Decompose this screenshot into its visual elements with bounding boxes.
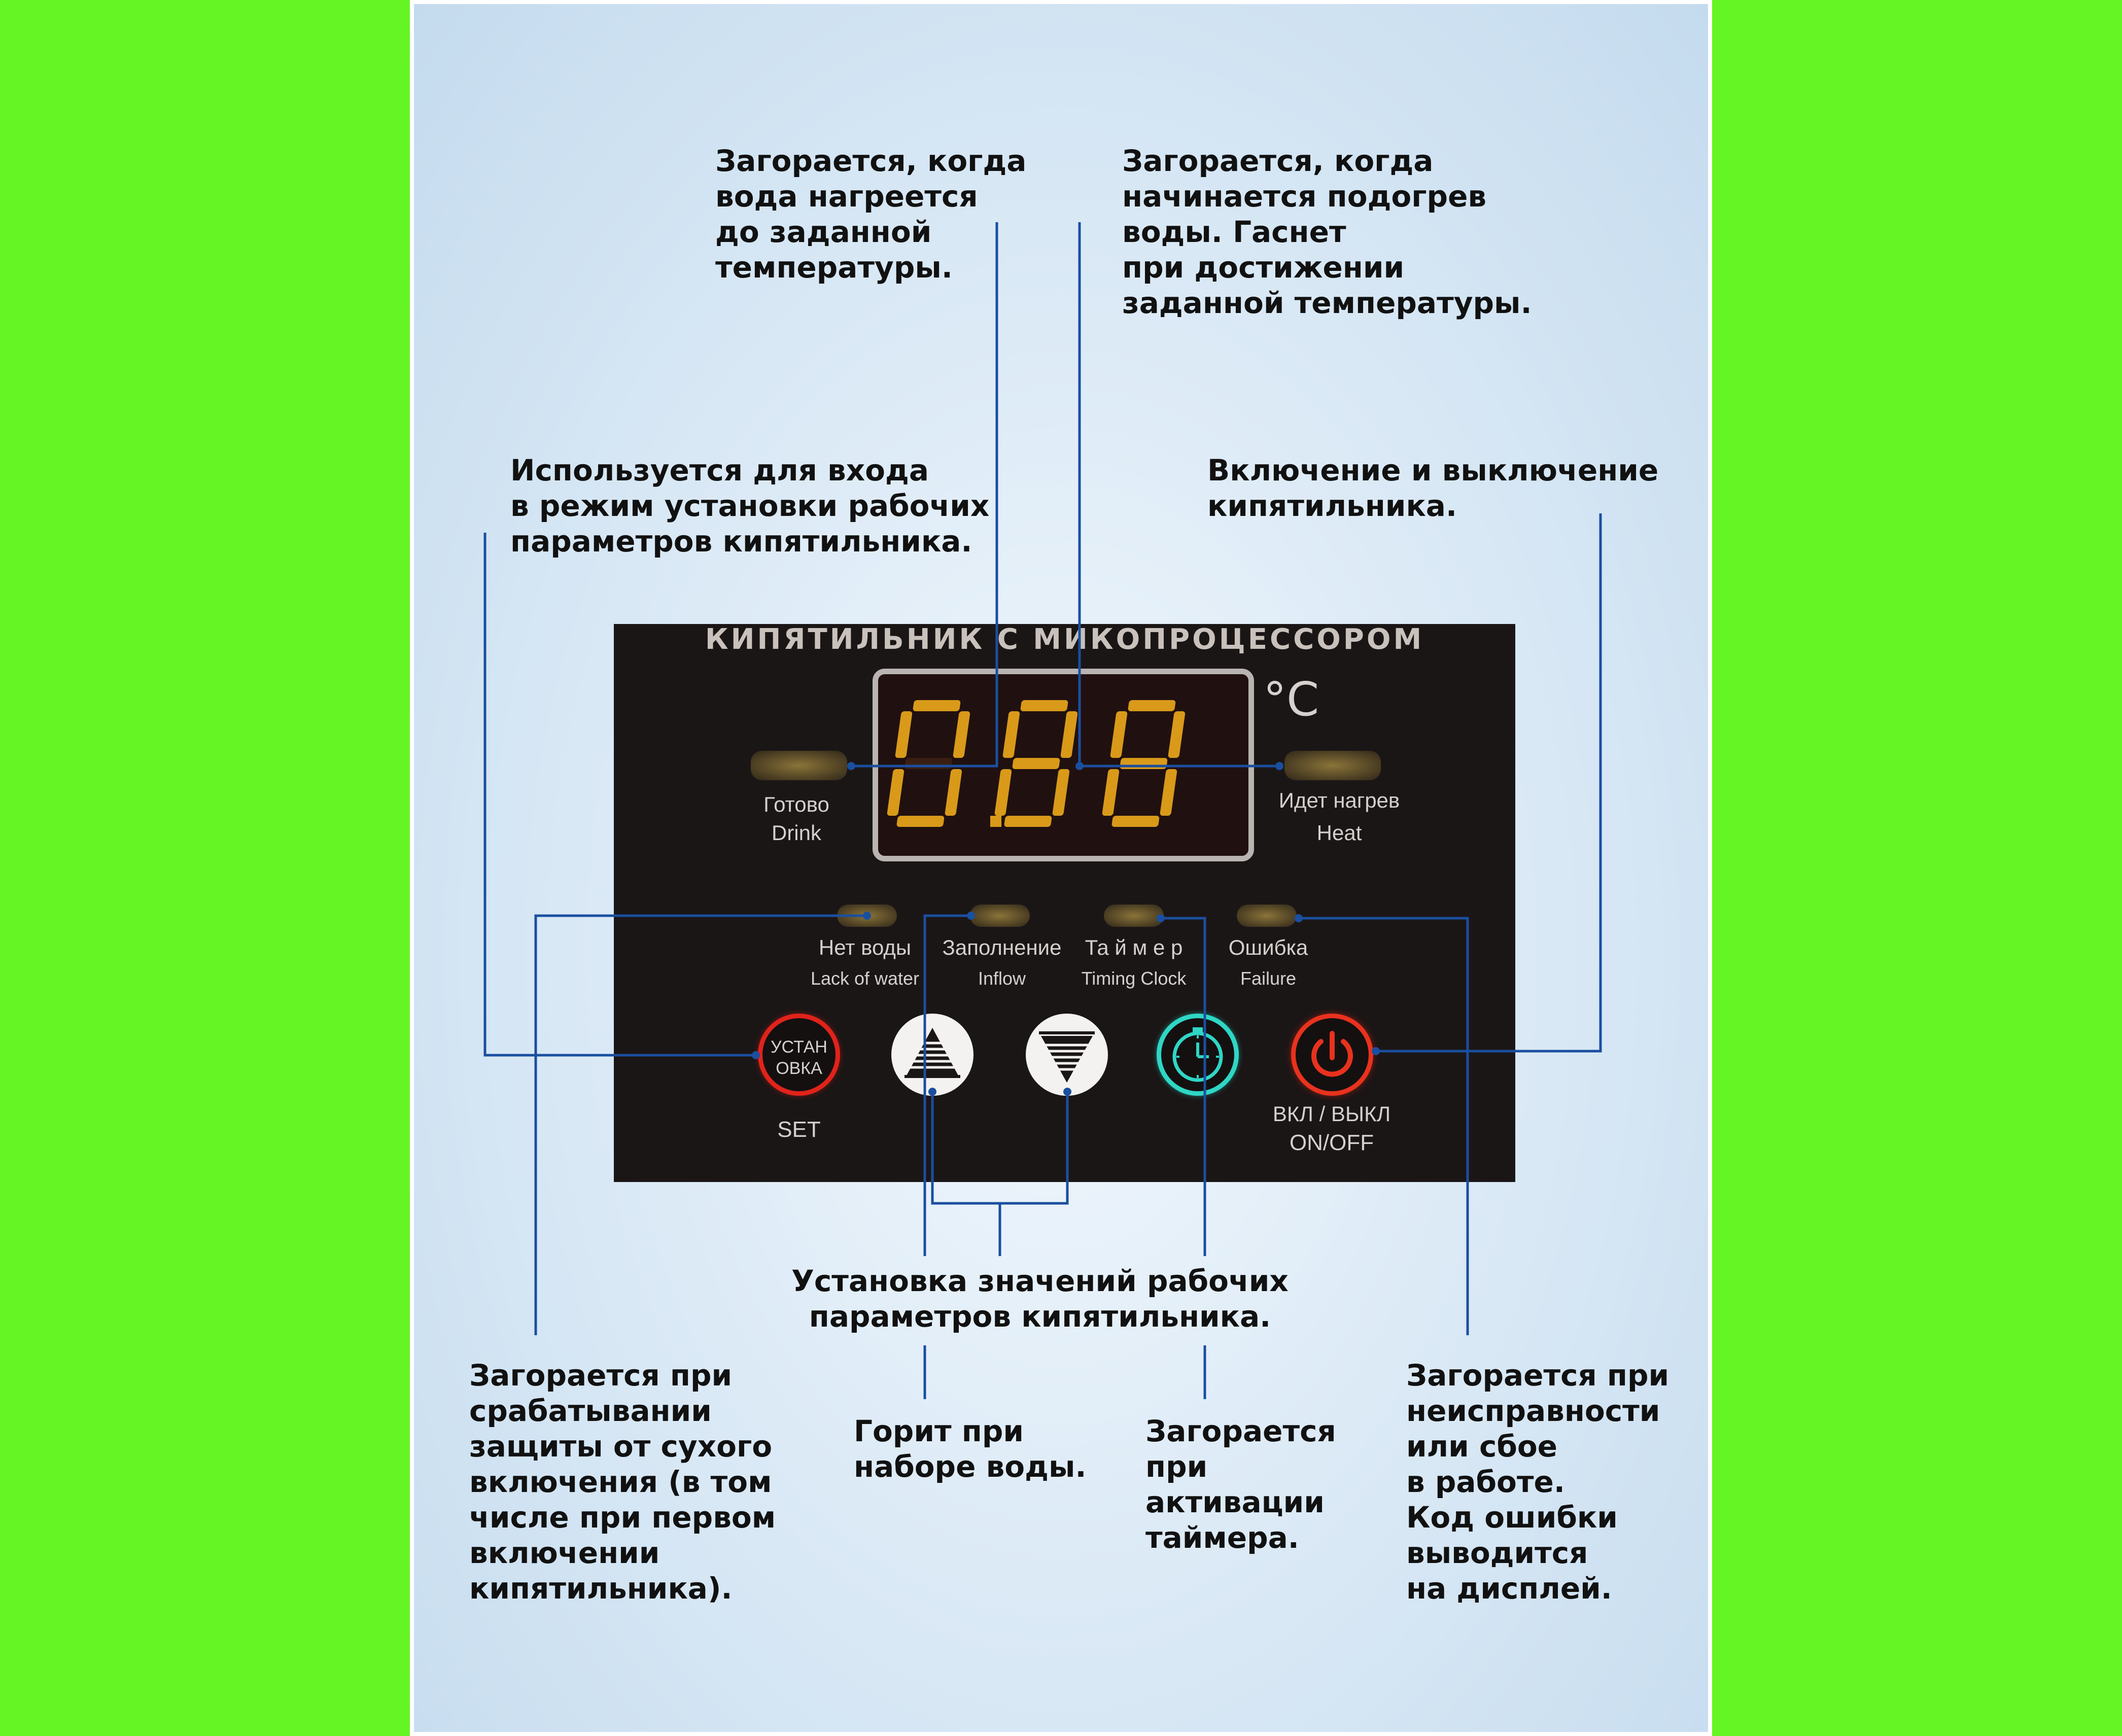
set-button-label-line1: УСТАН xyxy=(771,1037,827,1057)
segment-f xyxy=(1002,711,1020,758)
inflow-label-en: Inflow xyxy=(978,968,1026,989)
lack-of-water-label-ru: Нет воды xyxy=(818,935,912,959)
leader-timer xyxy=(1161,917,1206,1256)
segment-f xyxy=(895,711,913,758)
timer-light xyxy=(1104,905,1164,927)
panel-title: КИПЯТИЛЬНИК С МИКОПРОЦЕССОРОМ xyxy=(705,623,1424,656)
callout-power-button: Включение и выключение кипятильника. xyxy=(1207,453,1659,523)
leader-heat xyxy=(1078,222,1279,768)
leader-inflow xyxy=(923,914,971,1256)
up-button[interactable] xyxy=(891,1014,973,1096)
power-button[interactable] xyxy=(1291,1014,1373,1096)
segment-g xyxy=(1012,758,1060,769)
segment-b xyxy=(953,711,970,758)
callout-drink-light: Загорается, когда вода нагреется до зада… xyxy=(715,144,1027,285)
display-digit-2 xyxy=(1102,700,1186,827)
set-button[interactable]: УСТАН ОВКА xyxy=(758,1014,840,1096)
timer-button[interactable] xyxy=(1157,1014,1239,1096)
ready-label-en: Drink xyxy=(771,821,821,845)
inflow-label-ru: Заполнение xyxy=(942,935,1062,959)
segment-c xyxy=(1160,769,1177,816)
lack-of-water-label-en: Lack of water xyxy=(810,968,920,989)
callout-arrow-buttons: Установка значений рабочих параметров ки… xyxy=(791,1264,1289,1334)
power-caption-en: ON/OFF xyxy=(1289,1130,1374,1155)
heat-label-en: Heat xyxy=(1316,821,1362,845)
down-button[interactable] xyxy=(1026,1014,1108,1096)
power-icon xyxy=(1311,1031,1353,1077)
triangle-down-icon xyxy=(1036,1031,1098,1083)
display-decimal-point xyxy=(990,816,1001,827)
leader-drink xyxy=(851,222,998,768)
display-digits xyxy=(887,700,1186,827)
segment-f xyxy=(1110,711,1128,758)
segment-e xyxy=(887,769,905,816)
heat-label-ru: Идет нагрев xyxy=(1278,788,1400,812)
timer-label-en: Timing Clock xyxy=(1081,968,1187,989)
leader-set xyxy=(483,533,756,1057)
segment-a xyxy=(1128,700,1176,711)
callout-inflow: Горит при наборе воды. xyxy=(854,1414,1087,1484)
segment-d xyxy=(896,816,945,827)
callout-heat-light: Загорается, когда начинается подогрев во… xyxy=(1122,144,1532,320)
ready-label-ru: Готово xyxy=(763,792,829,816)
celsius-unit: °C xyxy=(1263,672,1319,726)
callout-lack-of-water: Загорается при срабатывании защиты от су… xyxy=(469,1358,776,1606)
clock-icon xyxy=(1172,1027,1223,1082)
ready-light xyxy=(751,751,847,780)
segment-a xyxy=(1020,700,1068,711)
segment-b xyxy=(1168,711,1186,758)
segment-c xyxy=(1052,769,1070,816)
failure-label-en: Failure xyxy=(1240,968,1297,989)
leader-lack-of-water xyxy=(534,914,867,1335)
set-button-label-line2: ОВКА xyxy=(776,1059,822,1078)
callout-set-button: Используется для входа в режим установки… xyxy=(510,453,990,559)
heat-light xyxy=(1284,751,1381,780)
callout-failure: Загорается при неисправности или сбое в … xyxy=(1406,1358,1669,1606)
segment-b xyxy=(1060,711,1078,758)
display-digit-1 xyxy=(994,700,1078,827)
display-digit-0 xyxy=(887,700,970,827)
callout-timer: Загорается при активации таймера. xyxy=(1145,1414,1336,1555)
segment-e xyxy=(994,769,1012,816)
segment-e xyxy=(1102,769,1120,816)
timer-label-ru: Та й м е р xyxy=(1085,935,1183,959)
leader-failure xyxy=(1299,917,1469,1335)
leader-arrows xyxy=(931,1092,1069,1205)
failure-label-ru: Ошибка xyxy=(1228,935,1308,959)
segment-d xyxy=(1111,816,1160,827)
leader-power xyxy=(1376,513,1602,1053)
triangle-up-icon xyxy=(901,1028,963,1078)
failure-light xyxy=(1237,905,1297,927)
power-caption-ru: ВКЛ / ВЫКЛ xyxy=(1272,1102,1391,1126)
set-caption: SET xyxy=(777,1117,821,1142)
inflow-light xyxy=(970,905,1030,927)
segment-d xyxy=(1004,816,1052,827)
segment-c xyxy=(945,769,962,816)
segment-a xyxy=(913,700,961,711)
